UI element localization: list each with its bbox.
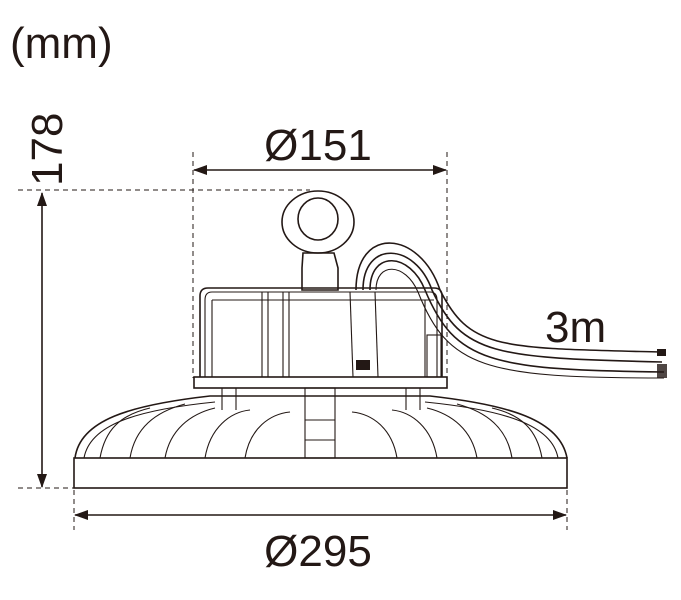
eye-bolt (281, 190, 355, 291)
cables (355, 242, 667, 379)
unit-label: (mm) (10, 19, 113, 68)
heatsink (73, 387, 568, 489)
driver-housing (193, 287, 448, 389)
top-diameter-label: Ø151 (264, 121, 372, 170)
extension-lines (18, 152, 568, 530)
bottom-diameter-label: Ø295 (264, 527, 372, 576)
height-label: 178 (23, 113, 72, 186)
cable-length-label: 3m (545, 303, 606, 352)
